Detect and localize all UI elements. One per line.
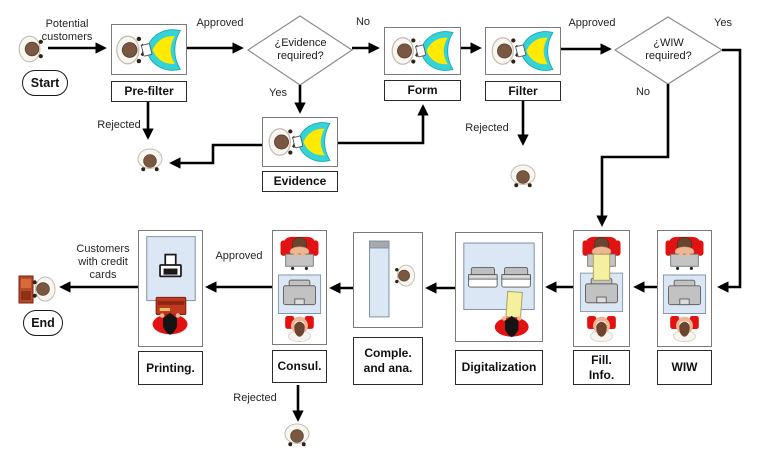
consul-label-text: Consul. bbox=[277, 359, 322, 373]
wiw-icon bbox=[662, 236, 707, 346]
decision-wiw-text: ¿WIW required? bbox=[645, 37, 692, 63]
evidence-box bbox=[262, 117, 338, 167]
digitalization-box bbox=[455, 232, 543, 342]
digitalization-label: Digitalization bbox=[455, 350, 543, 385]
end-terminal: End bbox=[23, 310, 63, 336]
edge-label-no: No bbox=[635, 86, 651, 98]
paper-icon bbox=[592, 253, 611, 281]
clerk-desk-icon bbox=[665, 236, 704, 271]
printing-box bbox=[138, 230, 203, 347]
clerk-icon bbox=[152, 312, 188, 335]
edge-label-no: No bbox=[355, 16, 371, 28]
edge-label-approved: Approved bbox=[568, 17, 616, 29]
printing-label: Printing. bbox=[138, 351, 203, 385]
connector-wiw-yes bbox=[717, 48, 742, 293]
prefilter-box bbox=[111, 24, 187, 75]
filter-label-text: Filter bbox=[508, 83, 538, 98]
comple-box bbox=[353, 232, 423, 328]
fillinfo-label: Fill. Info. bbox=[573, 350, 630, 385]
consultation-icon bbox=[277, 236, 322, 344]
connector-wiw-no bbox=[596, 84, 670, 227]
fillinfo-box bbox=[573, 230, 630, 347]
edge-label-potential-customers: Potential customers bbox=[41, 18, 93, 44]
rejected-customer-icon bbox=[284, 423, 310, 447]
edge-label-yes: Yes bbox=[714, 17, 732, 29]
decision-evidence-text: ¿Evidence required? bbox=[274, 37, 327, 63]
connector-evidence-form bbox=[338, 104, 429, 145]
evidence-label: Evidence bbox=[262, 171, 338, 192]
consul-box bbox=[272, 230, 327, 345]
edge-label-yes: Yes bbox=[269, 87, 287, 99]
edge-label-approved: Approved bbox=[215, 250, 263, 262]
prefilter-label-text: Pre-filter bbox=[124, 84, 174, 98]
interview-icon bbox=[490, 30, 555, 72]
interview-icon bbox=[390, 30, 454, 72]
clerk-desk-icon bbox=[280, 236, 319, 271]
board-icon bbox=[369, 240, 390, 318]
desk-icon bbox=[662, 274, 707, 315]
filter-label: Filter bbox=[485, 81, 561, 101]
consul-label: Consul. bbox=[272, 350, 327, 383]
clerk-icon bbox=[494, 315, 529, 338]
operator-icon bbox=[587, 316, 616, 342]
form-box bbox=[384, 27, 461, 75]
wiw-label: WIW bbox=[657, 350, 712, 385]
credit-card-icon bbox=[155, 296, 187, 316]
digitalization-icon bbox=[463, 242, 535, 338]
form-label: Form bbox=[384, 80, 461, 101]
form-label-text: Form bbox=[407, 83, 438, 97]
evidence-label-text: Evidence bbox=[273, 174, 327, 188]
edge-label-rejected: Rejected bbox=[233, 392, 277, 404]
end-label: End bbox=[31, 316, 55, 330]
rejected-customer-icon bbox=[510, 164, 536, 188]
paper-icon bbox=[505, 290, 523, 319]
filter-box bbox=[485, 27, 561, 75]
fill-info-icon bbox=[579, 236, 624, 346]
scanner-icon bbox=[501, 267, 531, 288]
analysis-icon bbox=[369, 240, 415, 318]
printing-icon bbox=[146, 236, 196, 335]
edge-label-rejected: Rejected bbox=[97, 119, 141, 131]
interview-icon bbox=[267, 121, 332, 163]
operator-icon bbox=[285, 316, 314, 342]
comple-label: Comple. and ana. bbox=[353, 337, 423, 385]
edge-label-approved: Approved bbox=[196, 17, 244, 29]
desk-icon bbox=[277, 274, 322, 314]
start-terminal: Start bbox=[22, 70, 68, 96]
customer-with-card-icon bbox=[18, 275, 56, 304]
rejected-customer-icon bbox=[137, 148, 163, 172]
edge-label-customers-credit-cards: Customers with credit cards bbox=[76, 243, 130, 282]
wiw-label-text: WIW bbox=[671, 360, 698, 374]
printing-label-text: Printing. bbox=[146, 360, 195, 375]
prefilter-label: Pre-filter bbox=[111, 81, 187, 102]
scanner-icon bbox=[468, 267, 498, 288]
start-label: Start bbox=[30, 76, 60, 90]
interview-icon bbox=[115, 27, 182, 72]
operator-icon bbox=[670, 316, 699, 342]
digitalization-label-text: Digitalization bbox=[461, 360, 537, 374]
edge-label-rejected: Rejected bbox=[465, 122, 509, 134]
connector-evidence-rejected bbox=[169, 143, 262, 169]
analyst-icon bbox=[394, 264, 415, 287]
wiw-box bbox=[657, 230, 712, 347]
